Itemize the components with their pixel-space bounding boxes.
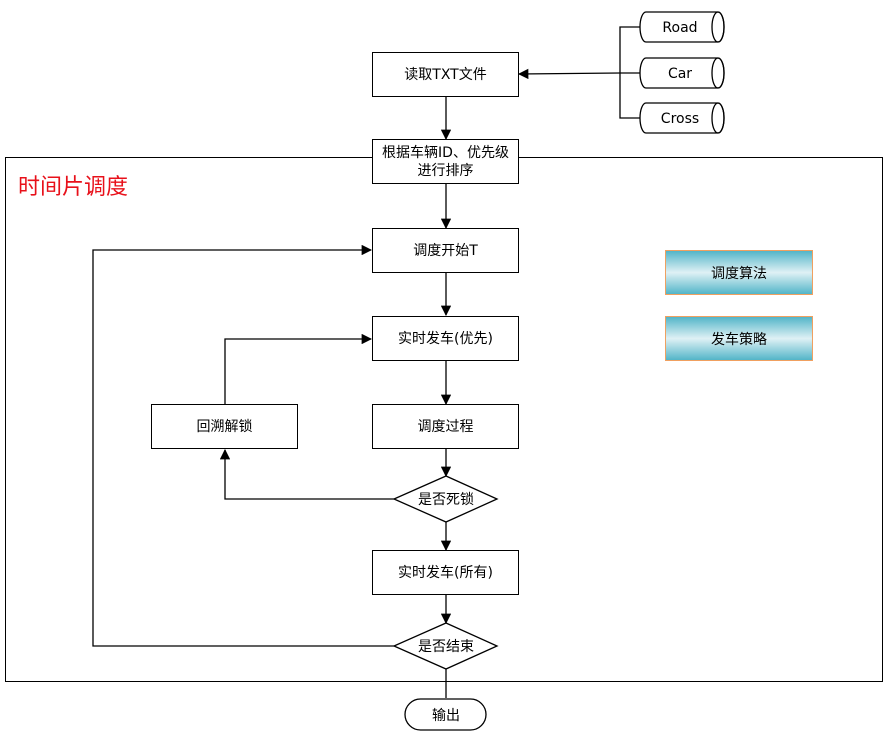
deadlock-diamond [392, 475, 499, 523]
input-cross-shape [639, 102, 725, 134]
frame-title: 时间片调度 [18, 175, 129, 200]
schedule-start-box: 调度开始T [372, 228, 519, 273]
depart-priority-box: 实时发车(优先) [372, 316, 519, 361]
strategy-button[interactable]: 发车策略 [665, 316, 813, 361]
input-road-label: Road [662, 20, 697, 36]
end-check-label: 是否结束 [418, 639, 474, 655]
deadlock-check-label: 是否死锁 [418, 492, 474, 508]
input-to-read-arrow [517, 68, 621, 80]
sort-box: 根据车辆ID、优先级进行排序 [372, 139, 519, 184]
arrow-end-loop-back [92, 244, 394, 647]
end-diamond [392, 622, 499, 670]
output-label: 输出 [432, 708, 460, 724]
backtrack-unlock-box: 回溯解锁 [151, 404, 298, 449]
schedule-process-box: 调度过程 [372, 404, 519, 449]
algorithm-button[interactable]: 调度算法 [665, 250, 813, 295]
depart-all-box: 实时发车(所有) [372, 550, 519, 595]
output-terminator [404, 698, 487, 731]
input-road-shape [639, 11, 725, 43]
read-txt-box: 读取TXT文件 [372, 52, 519, 97]
input-cross-label: Cross [661, 111, 699, 127]
input-car-label: Car [668, 66, 692, 82]
input-car-shape [639, 57, 725, 89]
arrow-deadlock-to-unlock [219, 448, 394, 500]
arrow-unlock-to-depart [224, 333, 373, 405]
